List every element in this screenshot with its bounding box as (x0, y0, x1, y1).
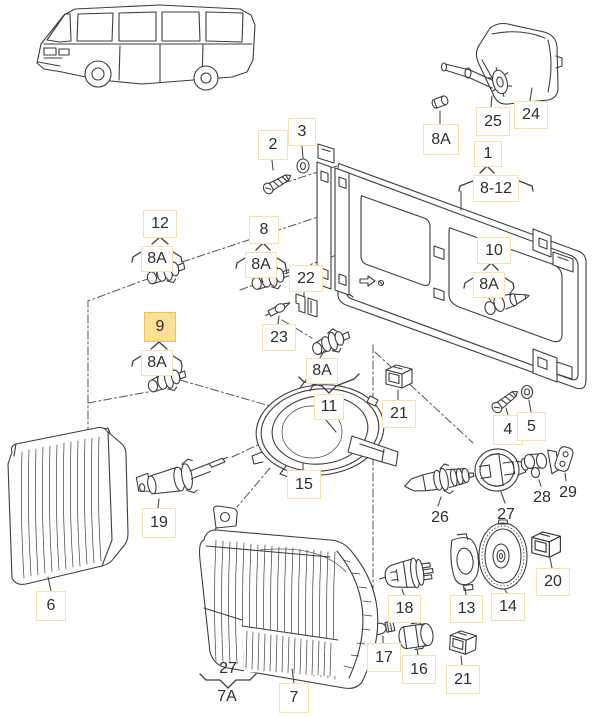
part-28[interactable] (520, 449, 560, 480)
part-22-clip[interactable] (295, 293, 318, 318)
part-3-washer[interactable] (296, 158, 310, 174)
callout-16[interactable]: 16 (402, 655, 436, 684)
callout-8a-of-11[interactable]: 8A (306, 358, 338, 384)
part-26-bulb-with-holder[interactable] (402, 459, 476, 501)
callout-10[interactable]: 10 (477, 237, 511, 264)
callout-8[interactable]: 8 (249, 216, 279, 244)
callout-3[interactable]: 3 (288, 118, 316, 146)
callout-8a-of-10[interactable]: 8A (473, 272, 505, 298)
callout-6[interactable]: 6 (36, 591, 66, 621)
part-12-socket[interactable] (144, 256, 187, 287)
callout-8a-of-12[interactable]: 8A (141, 246, 173, 272)
callout-11[interactable]: 11 (314, 394, 344, 420)
callout-15[interactable]: 15 (287, 470, 321, 499)
callout-8-12[interactable]: 8-12 (473, 175, 519, 202)
callout-19[interactable]: 19 (142, 508, 176, 538)
callout-27-right[interactable]: 27 (497, 506, 515, 523)
part-14-dust-cap[interactable] (478, 519, 528, 590)
callout-20[interactable]: 20 (536, 568, 570, 596)
part-4-screw[interactable] (490, 387, 521, 414)
callout-7a[interactable]: 7A (217, 688, 237, 705)
callout-9-selected[interactable]: 9 (144, 312, 176, 342)
part-16-bulb-holder[interactable] (397, 621, 434, 651)
callout-2[interactable]: 2 (258, 130, 288, 160)
vehicle-thumbnail-van (36, 4, 256, 91)
callout-21-upper[interactable]: 21 (382, 400, 416, 428)
part-24-leveling-motor[interactable] (475, 22, 563, 105)
callout-12[interactable]: 12 (143, 210, 177, 238)
callout-8a-top[interactable]: 8A (423, 124, 459, 155)
part-27-cap[interactable] (472, 445, 527, 494)
part-21-connector-lower[interactable] (449, 630, 477, 655)
callout-13[interactable]: 13 (450, 595, 483, 623)
callout-5[interactable]: 5 (517, 412, 546, 441)
part-29-plate[interactable] (554, 445, 575, 472)
part-19-bulb-holder[interactable] (135, 452, 232, 502)
callout-18[interactable]: 18 (388, 595, 421, 623)
part-18-headlamp-bulb[interactable] (377, 556, 435, 593)
part-6-fog-lens[interactable] (7, 426, 129, 585)
leader-lines (47, 87, 567, 684)
callout-7[interactable]: 7 (279, 683, 309, 713)
callout-1[interactable]: 1 (474, 141, 502, 167)
callout-8a-of-9[interactable]: 8A (141, 350, 173, 376)
part-25-adjuster-shaft[interactable] (440, 62, 514, 99)
callout-22[interactable]: 22 (289, 265, 323, 292)
part-13-seal[interactable] (448, 532, 484, 591)
callout-21-lower[interactable]: 21 (446, 665, 480, 694)
part-1-mounting-frame[interactable] (311, 143, 587, 390)
callout-25[interactable]: 25 (476, 107, 510, 136)
part-20-connector[interactable] (531, 531, 562, 558)
part-21-connector-upper[interactable] (385, 364, 413, 389)
callout-27-group[interactable]: 27 (219, 660, 237, 677)
callout-24[interactable]: 24 (514, 101, 548, 129)
callout-17[interactable]: 17 (367, 643, 401, 672)
part-11-socket[interactable] (309, 325, 352, 358)
part-8a-nut-top[interactable] (431, 95, 449, 109)
part-5-washer[interactable] (520, 384, 534, 400)
callout-14[interactable]: 14 (491, 593, 525, 621)
part-7-headlamp-lens[interactable] (198, 505, 379, 689)
part-2-screw[interactable] (262, 171, 294, 196)
part-15-retaining-ring[interactable] (251, 379, 399, 482)
callout-26[interactable]: 26 (431, 509, 449, 526)
callout-23[interactable]: 23 (262, 324, 296, 351)
callout-29[interactable]: 29 (559, 484, 577, 501)
callout-8a-of-8[interactable]: 8A (245, 252, 277, 278)
callout-28[interactable]: 28 (533, 489, 551, 506)
part-23-bulb[interactable] (264, 299, 292, 319)
